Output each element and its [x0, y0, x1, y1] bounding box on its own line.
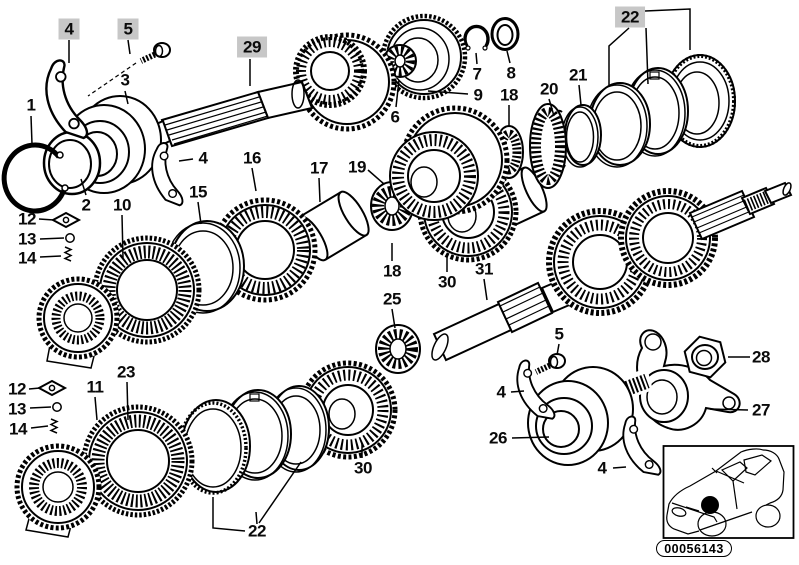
ring-21 — [561, 104, 602, 168]
car-icon — [666, 448, 785, 537]
synchro-hub-11 — [14, 443, 102, 538]
part-label-9[interactable]: 9 — [473, 85, 483, 105]
bracket-4-bottom-right — [619, 412, 662, 480]
part-label-8[interactable]: 8 — [506, 63, 516, 83]
part-label-31[interactable]: 31 — [475, 259, 493, 279]
lock-plate-12-bottom — [38, 380, 66, 396]
part-label-5[interactable]: 5 — [117, 18, 139, 40]
bracket-4-mid — [149, 141, 187, 207]
part-label-15[interactable]: 15 — [189, 182, 207, 202]
part-label-22[interactable]: 22 — [248, 521, 266, 541]
part-label-13[interactable]: 13 — [18, 229, 36, 249]
splined-hub-5th — [529, 103, 567, 189]
thrust-ring-2 — [42, 130, 102, 196]
sliding-sleeve-23 — [81, 404, 195, 518]
part-label-26[interactable]: 26 — [489, 428, 507, 448]
part-label-4[interactable]: 4 — [58, 18, 80, 40]
part-label-12[interactable]: 12 — [8, 379, 26, 399]
part-label-5[interactable]: 5 — [554, 324, 564, 344]
ball-13-bottom — [52, 402, 62, 412]
synchro-hub-10 — [36, 276, 120, 369]
circlip-7 — [463, 24, 490, 51]
output-flange-27 — [636, 329, 741, 431]
part-label-2[interactable]: 2 — [81, 195, 91, 215]
part-label-27[interactable]: 27 — [752, 400, 770, 420]
screw-5-bottom — [536, 354, 565, 372]
input-shaft-29 — [148, 32, 397, 149]
car-location-thumbnail — [662, 445, 795, 539]
part-label-30[interactable]: 30 — [438, 272, 456, 292]
part-label-14[interactable]: 14 — [9, 419, 27, 439]
location-dot — [701, 496, 719, 514]
part-label-14[interactable]: 14 — [18, 248, 36, 268]
part-label-21[interactable]: 21 — [569, 65, 587, 85]
part-label-29[interactable]: 29 — [237, 36, 267, 58]
bracket-4-top-left — [45, 59, 89, 140]
lock-plate-12-top — [52, 212, 80, 228]
part-label-10[interactable]: 10 — [113, 195, 131, 215]
diagram-code-badge: 00056143 — [656, 540, 732, 557]
nut-28 — [683, 335, 727, 379]
spring-14-top — [64, 246, 72, 262]
part-label-1[interactable]: 1 — [26, 95, 36, 115]
part-label-4[interactable]: 4 — [597, 458, 607, 478]
part-label-25[interactable]: 25 — [383, 289, 401, 309]
part-label-18[interactable]: 18 — [500, 85, 518, 105]
ball-13-top — [65, 233, 75, 243]
screw-5-top — [141, 43, 170, 61]
part-label-23[interactable]: 23 — [117, 362, 135, 382]
part-label-16[interactable]: 16 — [243, 148, 261, 168]
part-label-20[interactable]: 20 — [540, 79, 558, 99]
part-label-4[interactable]: 4 — [198, 148, 208, 168]
leader-lines — [28, 8, 750, 532]
part-label-28[interactable]: 28 — [752, 347, 770, 367]
part-label-11[interactable]: 11 — [86, 377, 104, 397]
gear-3rd-cluster — [389, 105, 510, 221]
sliding-sleeve-10 — [92, 235, 202, 345]
spring-14-bottom — [50, 418, 58, 434]
part-label-12[interactable]: 12 — [18, 209, 36, 229]
part-label-6[interactable]: 6 — [390, 107, 400, 127]
part-label-4[interactable]: 4 — [496, 382, 506, 402]
part-label-13[interactable]: 13 — [8, 399, 26, 419]
part-label-7[interactable]: 7 — [472, 64, 482, 84]
part-label-18[interactable]: 18 — [383, 261, 401, 281]
part-label-3[interactable]: 3 — [120, 70, 130, 90]
part-label-17[interactable]: 17 — [310, 158, 328, 178]
circlip-1 — [1, 142, 69, 214]
part-label-30[interactable]: 30 — [354, 458, 372, 478]
seal-ring-8 — [490, 17, 520, 51]
part-label-22[interactable]: 22 — [615, 6, 645, 28]
part-label-19[interactable]: 19 — [348, 157, 366, 177]
needle-bearing-25 — [374, 324, 422, 374]
output-shaft — [431, 181, 793, 362]
output-bearing-26 — [527, 366, 634, 466]
